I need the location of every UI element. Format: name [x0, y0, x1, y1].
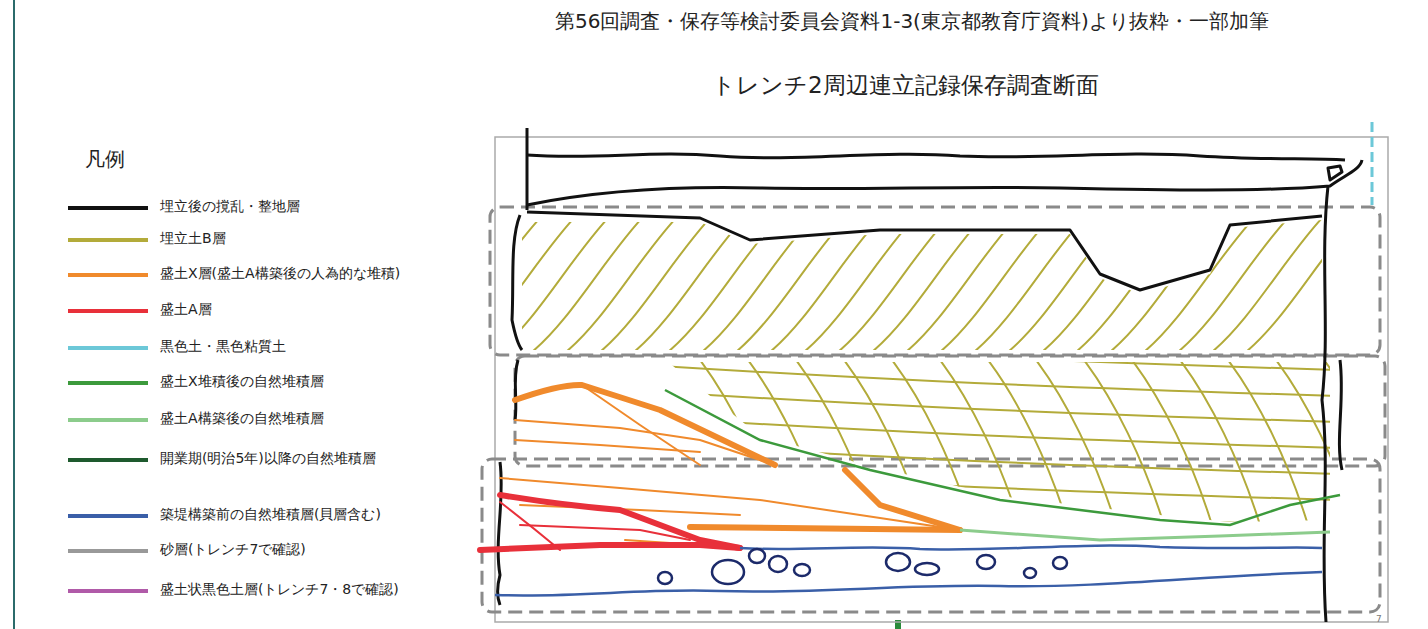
legend-text: 盛土A層: [160, 301, 212, 319]
legend-text: 埋立後の撹乱・整地層: [160, 198, 300, 216]
natural-layer-after-a: [960, 530, 1330, 540]
legend-swatch: [68, 418, 148, 422]
natural-layer-after-x: [665, 390, 1340, 525]
legend-swatch: [68, 206, 148, 210]
fill-layer-b-mid: [660, 340, 1404, 526]
black-soil-edge: [1371, 122, 1374, 205]
dashed-zones: [482, 207, 1385, 612]
legend-text: 盛土X層(盛土A構築後の人為的な堆積): [160, 265, 400, 283]
legend-text: 開業期(明治5年)以降の自然堆積層: [160, 450, 376, 468]
legend-text: 盛土状黒色土層(トレンチ7・8で確認): [160, 581, 399, 599]
legend-swatch: [68, 238, 148, 242]
legend-swatch: [68, 514, 148, 518]
legend-text: 盛土A構築後の自然堆積層: [160, 410, 324, 428]
legend-text: 黒色土・黒色粘質土: [160, 338, 286, 356]
legend-swatch: [68, 589, 148, 593]
legend-swatch: [68, 346, 148, 350]
fill-layer-b: [430, 218, 1356, 352]
page-border: [13, 0, 15, 629]
legend-text: 埋立土B層: [160, 230, 226, 248]
legend-swatch: [68, 309, 148, 313]
legend-swatch: [68, 458, 148, 462]
legend-text: 築堤構築前の自然堆積層(貝層含む): [160, 506, 381, 524]
page-number: 7: [1376, 614, 1382, 624]
source-note: 第56回調査・保存等検討委員会資料1-3(東京都教育庁資料)より抜粋・一部加筆: [555, 8, 1269, 35]
fill-layer-a: [480, 495, 740, 550]
fill-layer-x: [500, 385, 960, 545]
shell-stones: [658, 549, 1067, 584]
legend-swatch: [68, 549, 148, 553]
legend-swatch: [68, 273, 148, 277]
pre-embankment-layer: [495, 546, 1322, 596]
legend-text: 砂層(トレンチ7で確認): [160, 541, 306, 559]
legend-swatch: [68, 381, 148, 385]
section-frame: [495, 137, 1388, 622]
diagram-title: トレンチ2周辺連立記録保存調査断面: [712, 70, 1099, 101]
legend-heading: 凡例: [85, 146, 125, 173]
legend-text: 盛土X堆積後の自然堆積層: [160, 373, 324, 391]
